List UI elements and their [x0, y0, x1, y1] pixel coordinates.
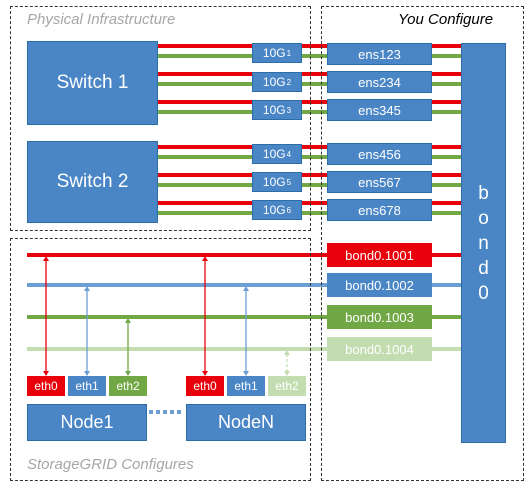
node-1: Node1 — [27, 404, 147, 441]
node1-eth0: eth0 — [27, 376, 65, 396]
nodeN-eth2: eth2 — [268, 376, 306, 396]
nic-ens567: ens567 — [327, 171, 432, 193]
bond-letter: 0 — [478, 282, 489, 304]
vlan-arrow-head-down-1 — [43, 371, 49, 376]
vlan-bond0-1003: bond0.1003 — [327, 305, 432, 329]
storagegrid-configures-label: StorageGRID Configures — [27, 456, 194, 473]
vlan-arrow-head-up-1 — [43, 256, 49, 261]
nodeN-eth0: eth0 — [186, 376, 224, 396]
nic-ens345: ens345 — [327, 99, 432, 121]
vlan-arrow-head-up-4 — [202, 256, 208, 261]
vlan-arrow-head-down-5 — [243, 371, 249, 376]
vlan-bond0-1004: bond0.1004 — [327, 337, 432, 361]
node1-eth2: eth2 — [109, 376, 147, 396]
nic-ens678: ens678 — [327, 199, 432, 221]
nic-ens456: ens456 — [327, 143, 432, 165]
storagegrid-region — [10, 238, 311, 481]
vlan-arrow-head-up-5 — [243, 286, 249, 291]
you-configure-label: You Configure — [398, 11, 494, 28]
vlan-arrow-head-down-2 — [84, 371, 90, 376]
vlan-arrow-head-up-6 — [284, 350, 290, 355]
physical-infrastructure-label: Physical Infrastructure — [27, 11, 176, 28]
vlan-arrow-head-down-4 — [202, 371, 208, 376]
nic-ens234: ens234 — [327, 71, 432, 93]
you-configure-region — [321, 6, 524, 481]
bond0-block: b o n d 0 — [461, 43, 506, 443]
node1-eth1: eth1 — [68, 376, 106, 396]
vlan-bond0-1001: bond0.1001 — [327, 243, 432, 267]
bond-letter: n — [478, 232, 489, 254]
nic-ens123: ens123 — [327, 43, 432, 65]
vlan-arrow-head-up-2 — [84, 286, 90, 291]
switch-1: Switch 1 — [27, 41, 158, 125]
vlan-arrow-head-down-6 — [284, 371, 290, 376]
bond-letter: b — [478, 182, 489, 204]
physical-infrastructure-region — [10, 6, 311, 231]
vlan-bond0-1002: bond0.1002 — [327, 273, 432, 297]
vlan-arrow-head-up-3 — [125, 318, 131, 323]
bond-letter: o — [478, 207, 489, 229]
node-n: NodeN — [186, 404, 306, 441]
vlan-arrow-head-down-3 — [125, 371, 131, 376]
bond-letter: d — [478, 257, 489, 279]
nodeN-eth1: eth1 — [227, 376, 265, 396]
switch-2: Switch 2 — [27, 141, 158, 223]
